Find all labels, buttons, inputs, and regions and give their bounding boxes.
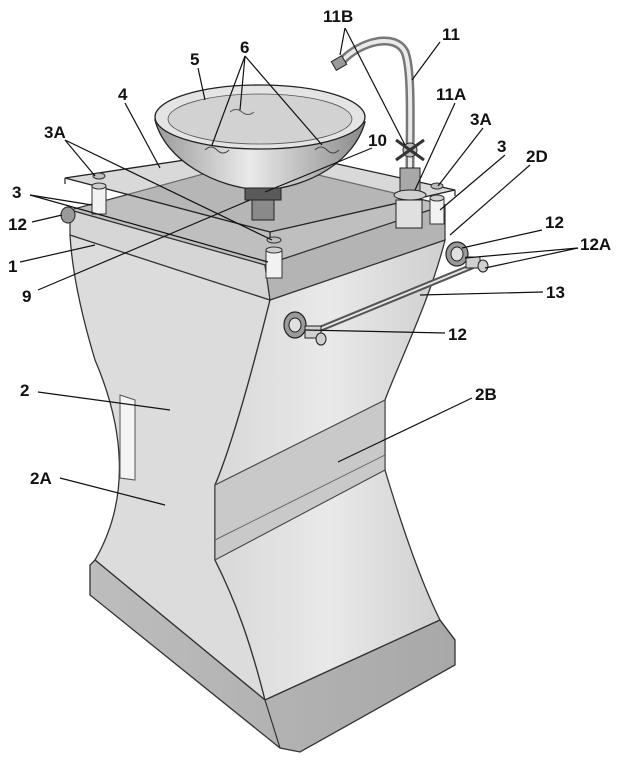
leader-lines <box>19 27 579 506</box>
label-12-right-top: 12 <box>545 213 564 232</box>
label-4: 4 <box>118 85 128 104</box>
label-11A: 11A <box>436 85 466 104</box>
label-6: 6 <box>240 38 249 57</box>
label-3-left: 3 <box>12 183 21 202</box>
standoff-left <box>91 172 107 215</box>
bowl-decoration-2 <box>229 109 255 115</box>
pedestal-left-notch <box>119 394 136 481</box>
bowl-decoration-1 <box>204 146 230 154</box>
label-13: 13 <box>546 283 565 302</box>
pedestal-base <box>89 559 456 753</box>
label-9: 9 <box>22 287 31 306</box>
pedestal-body <box>69 234 456 753</box>
faucet <box>330 36 427 229</box>
label-3A-left: 3A <box>44 123 66 142</box>
label-2B: 2B <box>475 385 497 404</box>
label-3-right: 3 <box>497 137 506 156</box>
reference-labels: 11B 11 5 6 4 11A 3A 3A 10 3 2D 3 12 12 1… <box>8 7 611 488</box>
label-5: 5 <box>190 50 199 69</box>
label-11B: 11B <box>323 7 353 26</box>
faucet-handle <box>395 138 425 162</box>
bar-bracket-left <box>60 206 76 224</box>
label-2A: 2A <box>30 469 52 488</box>
label-10: 10 <box>368 131 387 150</box>
bowl-decoration-3 <box>314 146 340 154</box>
faucet-outlet <box>330 54 348 72</box>
bar-bracket-front <box>283 311 327 346</box>
standoff-front <box>265 236 283 279</box>
top-block-side <box>264 204 446 301</box>
pedestal-band <box>214 399 386 561</box>
label-2D: 2D <box>526 147 548 166</box>
label-2: 2 <box>20 381 29 400</box>
label-11: 11 <box>442 25 460 44</box>
label-12-left: 12 <box>8 215 27 234</box>
label-1: 1 <box>8 257 17 276</box>
label-12-front: 12 <box>448 325 467 344</box>
label-12A: 12A <box>580 235 611 254</box>
label-3A-right: 3A <box>470 110 492 129</box>
standoff-right <box>429 182 445 225</box>
bowl-drain <box>244 187 282 201</box>
towel-bar <box>60 206 489 346</box>
